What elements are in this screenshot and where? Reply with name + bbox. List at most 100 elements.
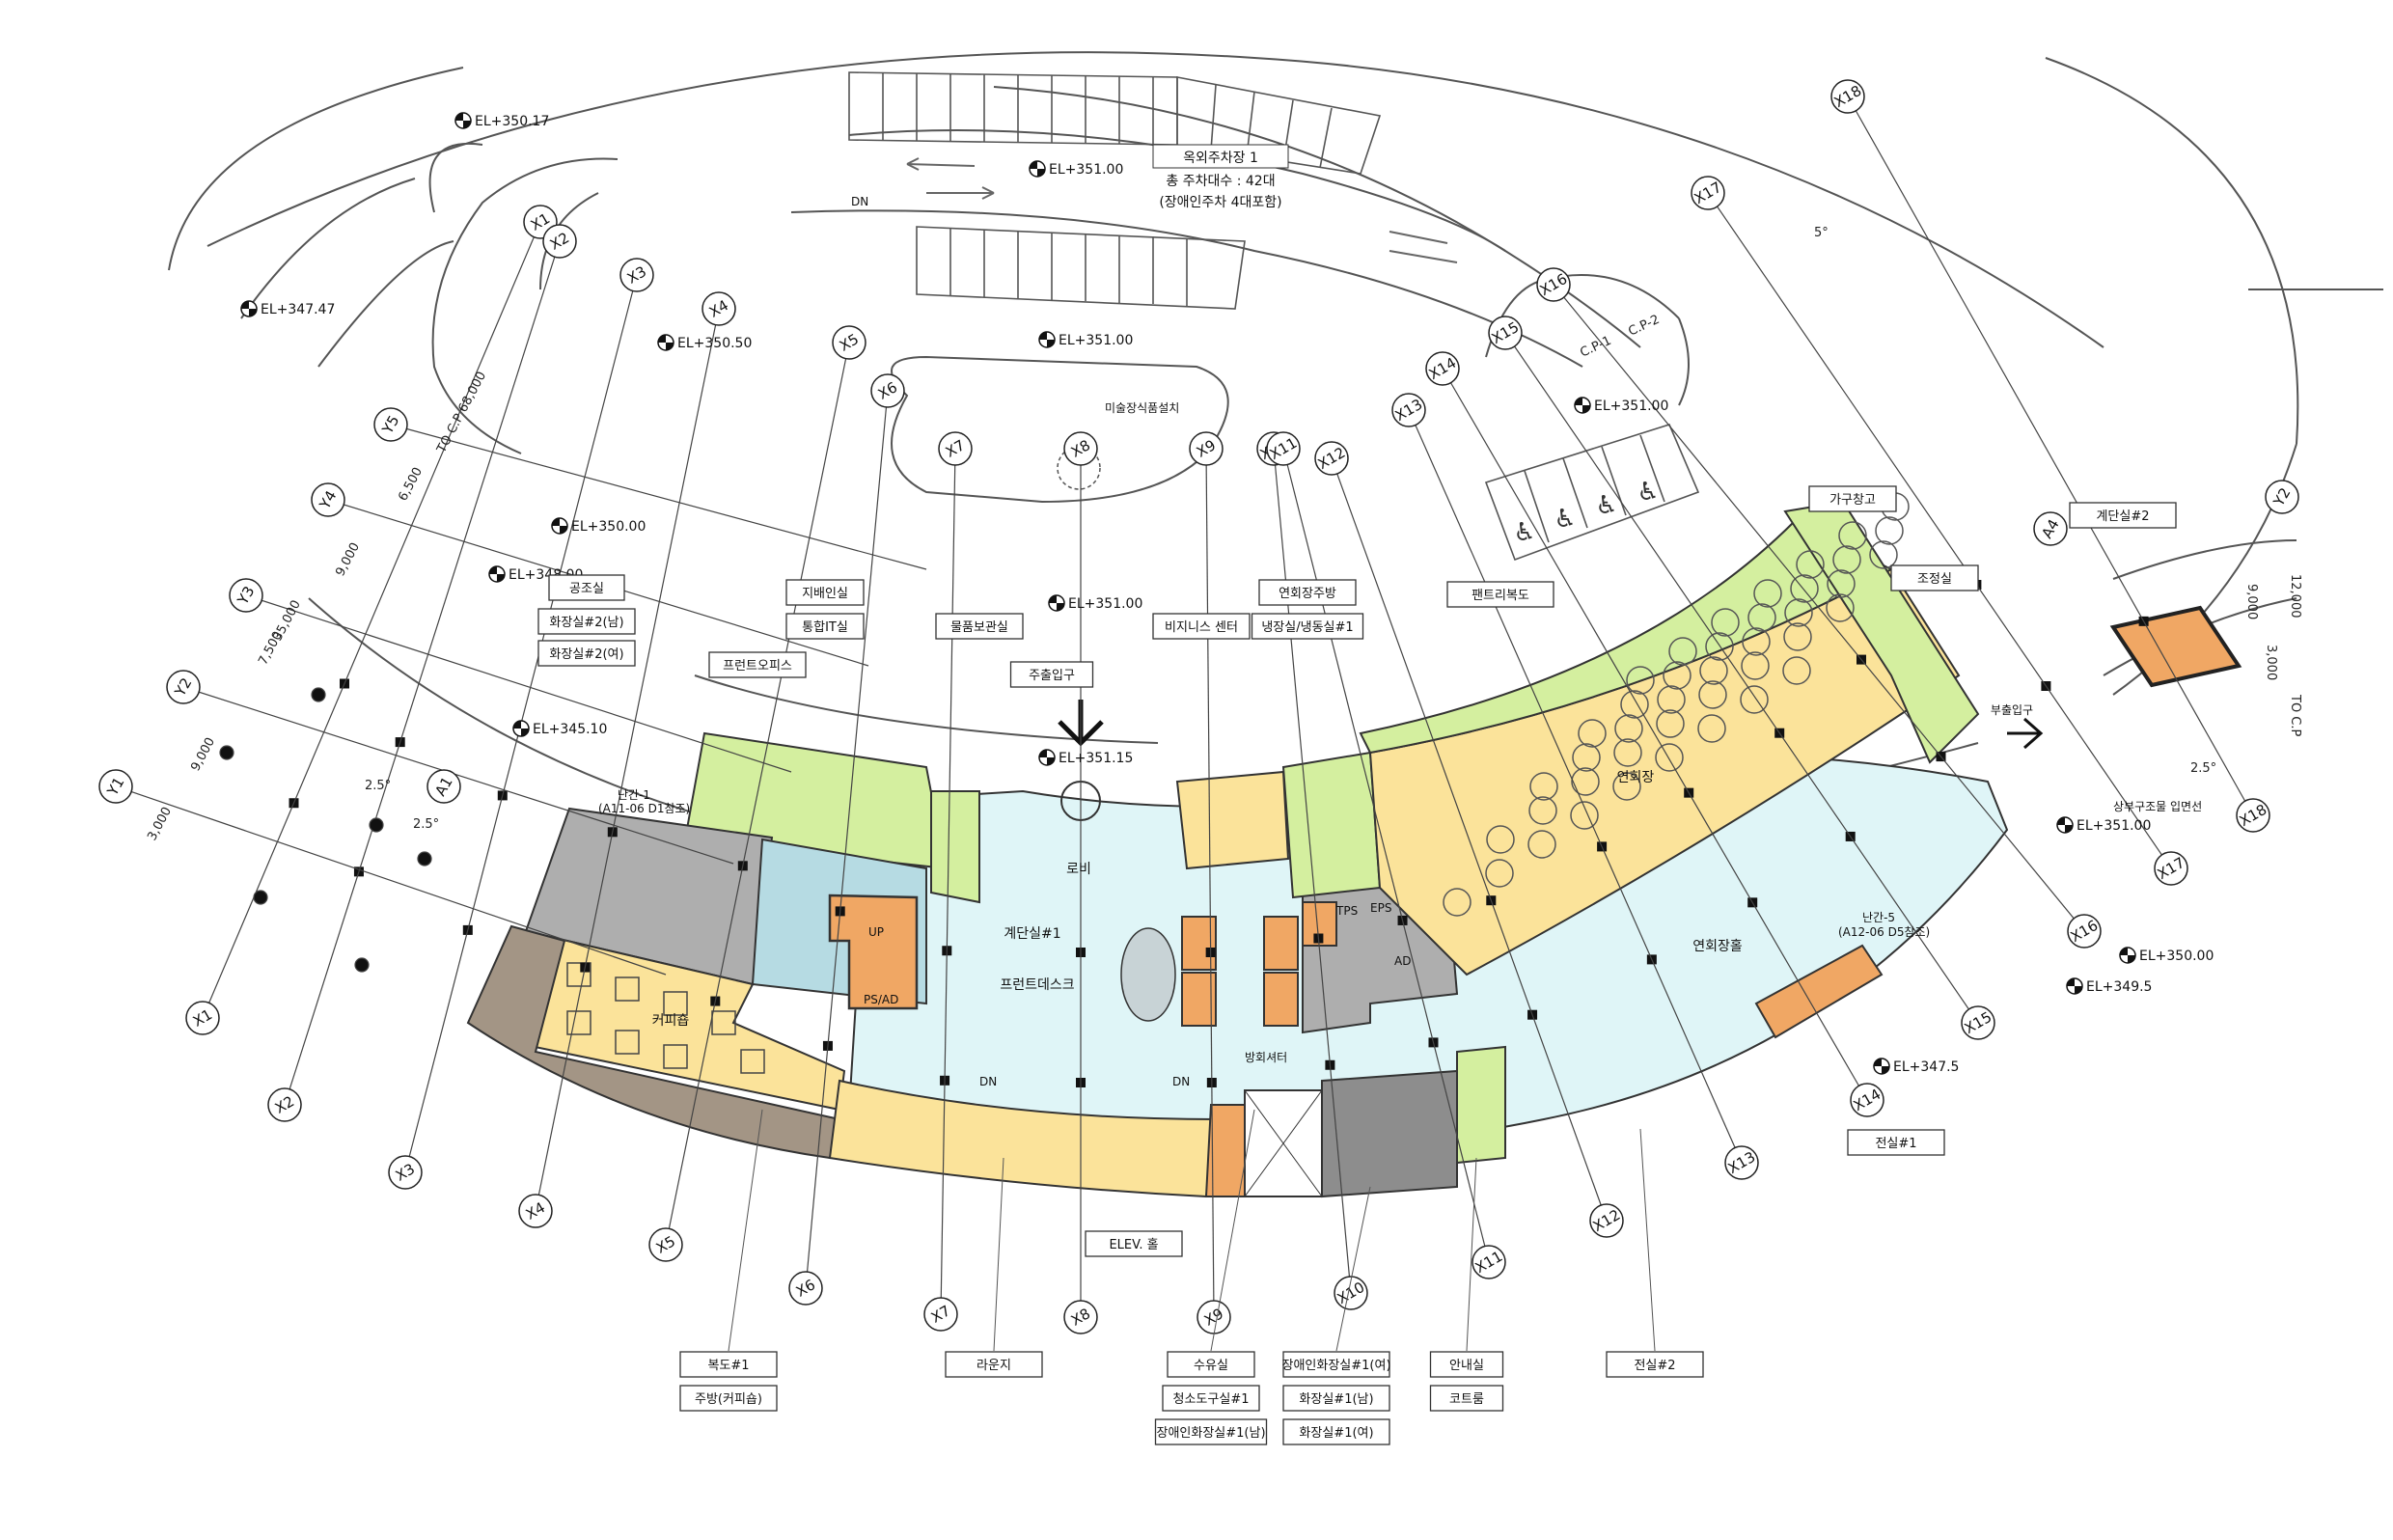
- elevation-value: EL+351.00: [1049, 162, 1123, 178]
- dim-s2: 2.5°: [413, 817, 439, 832]
- elevation-marker-e5: EL+351.00: [1038, 331, 1133, 348]
- dim-cp2: C.P-2: [1626, 313, 1662, 340]
- room-tag-t4: 지배인실: [785, 579, 865, 606]
- side-entrance-arrow: [2007, 717, 2044, 750]
- room-tag-t17: ELEV. 홀: [1085, 1230, 1183, 1257]
- shutter-label: 방회셔터: [1245, 1051, 1287, 1064]
- stair-5: [1754, 944, 1884, 1039]
- up-label: UP: [868, 925, 884, 939]
- dim-r2: 12,000: [2288, 574, 2302, 619]
- grid-node: [354, 957, 370, 973]
- grid-bubbles: X1X1X2X2X3X3X4X4X5X5X6X6X7X7X8X8X9X9X10X…: [98, 79, 2299, 1334]
- grid-bubble-x16: X16: [2067, 914, 2102, 949]
- dn-label-1: DN: [979, 1075, 997, 1088]
- banquet-round-table: [1571, 767, 1600, 796]
- room-tag-t7: 물품보관실: [935, 613, 1024, 640]
- railing-5: 난간-5: [1862, 911, 1895, 924]
- elevation-marker-e15: EL+347.5: [1873, 1058, 1959, 1075]
- art-label: 미술장식품설치: [1105, 401, 1179, 415]
- grid-bubble-top-x14: X14: [1425, 351, 1460, 386]
- parking-total: 총 주차대수 : 42대: [1166, 174, 1275, 189]
- elevation-marker-e1: EL+350.17: [454, 112, 549, 129]
- grid-lines: [115, 96, 2254, 1318]
- grid-bubble-x3: X3: [388, 1155, 423, 1190]
- banquet-round-table: [1613, 738, 1642, 767]
- dim-2: 9,000: [188, 735, 218, 774]
- grid-bubble-top-x12: X12: [1314, 441, 1349, 476]
- banquet-round-table: [1790, 574, 1819, 603]
- dim-deg: 5°: [1814, 226, 1829, 240]
- room-banquet-hall: 연회장홀: [1692, 939, 1743, 954]
- cafe-table: [566, 1010, 591, 1035]
- room-tag-b10: 안내실: [1429, 1351, 1504, 1378]
- banquet-round-table: [1626, 666, 1655, 695]
- room-tag-b6: 장애인화장실#1(남): [1154, 1418, 1268, 1445]
- room-tag-b11: 코트룸: [1429, 1385, 1504, 1412]
- ps-ad: PS/AD: [864, 993, 898, 1006]
- cafe-table: [663, 991, 688, 1016]
- room-tag-text: 물품보관실: [950, 620, 1008, 635]
- grid-bubble-top-x8: X8: [1063, 431, 1098, 466]
- railing-1: 난간-1: [618, 788, 650, 802]
- elevator-2b: [1263, 972, 1299, 1027]
- elevation-marker-e6: EL+351.00: [1574, 397, 1668, 414]
- cafe-table: [663, 1044, 688, 1069]
- parking-label-box: 옥외주차장 1 총 주차대수 : 42대 (장애인주차 4대포함): [1152, 144, 1289, 210]
- room-tag-t15: 주출입구: [1009, 661, 1094, 688]
- cafe-table: [740, 1049, 765, 1074]
- elevation-marker-e2: EL+351.00: [1029, 160, 1123, 178]
- banquet-round-table: [1827, 569, 1856, 598]
- room-tag-t12: 가구창고: [1808, 485, 1897, 512]
- elevation-value: EL+351.00: [1059, 333, 1133, 348]
- dim-1: 3,000: [145, 805, 175, 843]
- svg-text:♿: ♿: [1637, 478, 1659, 507]
- elevation-value: EL+345.10: [533, 722, 607, 737]
- grid-bubble-top-x11: X11: [1266, 431, 1301, 466]
- room-tag-b3: 라운지: [945, 1351, 1043, 1378]
- room-tag-text: 냉장실/냉동실#1: [1261, 620, 1353, 635]
- dim-r5: 2.5°: [2190, 761, 2216, 776]
- banquet-round-table: [1784, 598, 1813, 627]
- room-tag-b12: 전실#2: [1606, 1351, 1704, 1378]
- room-tag-b4: 수유실: [1167, 1351, 1255, 1378]
- grid-bubble-x14: X14: [1850, 1083, 1884, 1117]
- banquet-round-table: [1485, 859, 1514, 888]
- grid-bubble-y3: Y3: [229, 578, 263, 613]
- grid-bubble-a1: A1: [426, 769, 461, 804]
- room-tag-t1: 공조실: [548, 574, 625, 601]
- grid-bubble-x8: X8: [1063, 1300, 1098, 1334]
- grid-bubble-top-x17: X17: [1691, 176, 1725, 210]
- room-tag-t14: 계단실#2: [2069, 502, 2177, 529]
- room-tag-text: 장애인화장실#1(남): [1156, 1426, 1265, 1441]
- banquet-round-table: [1663, 661, 1692, 690]
- grid-bubble-x9: X9: [1196, 1300, 1231, 1334]
- stair-2: [2109, 605, 2242, 688]
- cafe-table: [711, 1010, 736, 1035]
- banquet-round-table: [1443, 888, 1472, 917]
- room-tag-t8: 비지니스 센터: [1152, 613, 1251, 640]
- banquet-round-table: [1705, 632, 1734, 661]
- banquet-round-table: [1656, 709, 1685, 738]
- grid-node: [311, 687, 326, 702]
- railing-1-ref: (A11-06 D1참조): [598, 802, 690, 815]
- eps-label: EPS: [1370, 901, 1391, 915]
- banquet-round-table: [1527, 830, 1556, 859]
- room-tag-t13: 조정실: [1890, 564, 1979, 591]
- grid-bubble-x6: X6: [788, 1271, 823, 1306]
- elevation-value: EL+349.5: [2086, 979, 2152, 995]
- room-tag-text: 연회장주방: [1279, 587, 1336, 601]
- elevation-marker-e11: EL+351.15: [1038, 749, 1133, 766]
- grid-bubble-top-x6: X6: [870, 373, 905, 408]
- grid-bubble-x7: X7: [923, 1297, 958, 1332]
- elevation-value: EL+351.00: [1594, 399, 1668, 414]
- room-tag-text: 라운지: [976, 1359, 1011, 1373]
- cafe-table: [566, 962, 591, 987]
- grid-node: [253, 890, 268, 905]
- room-tag-text: 가구창고: [1829, 493, 1876, 508]
- room-banquet: 연회장: [1617, 770, 1655, 785]
- cafe-table: [615, 1030, 640, 1055]
- ad-label: AD: [1394, 954, 1411, 968]
- room-tag-text: 복도#1: [707, 1359, 749, 1373]
- grid-bubble-y4: Y4: [311, 482, 345, 517]
